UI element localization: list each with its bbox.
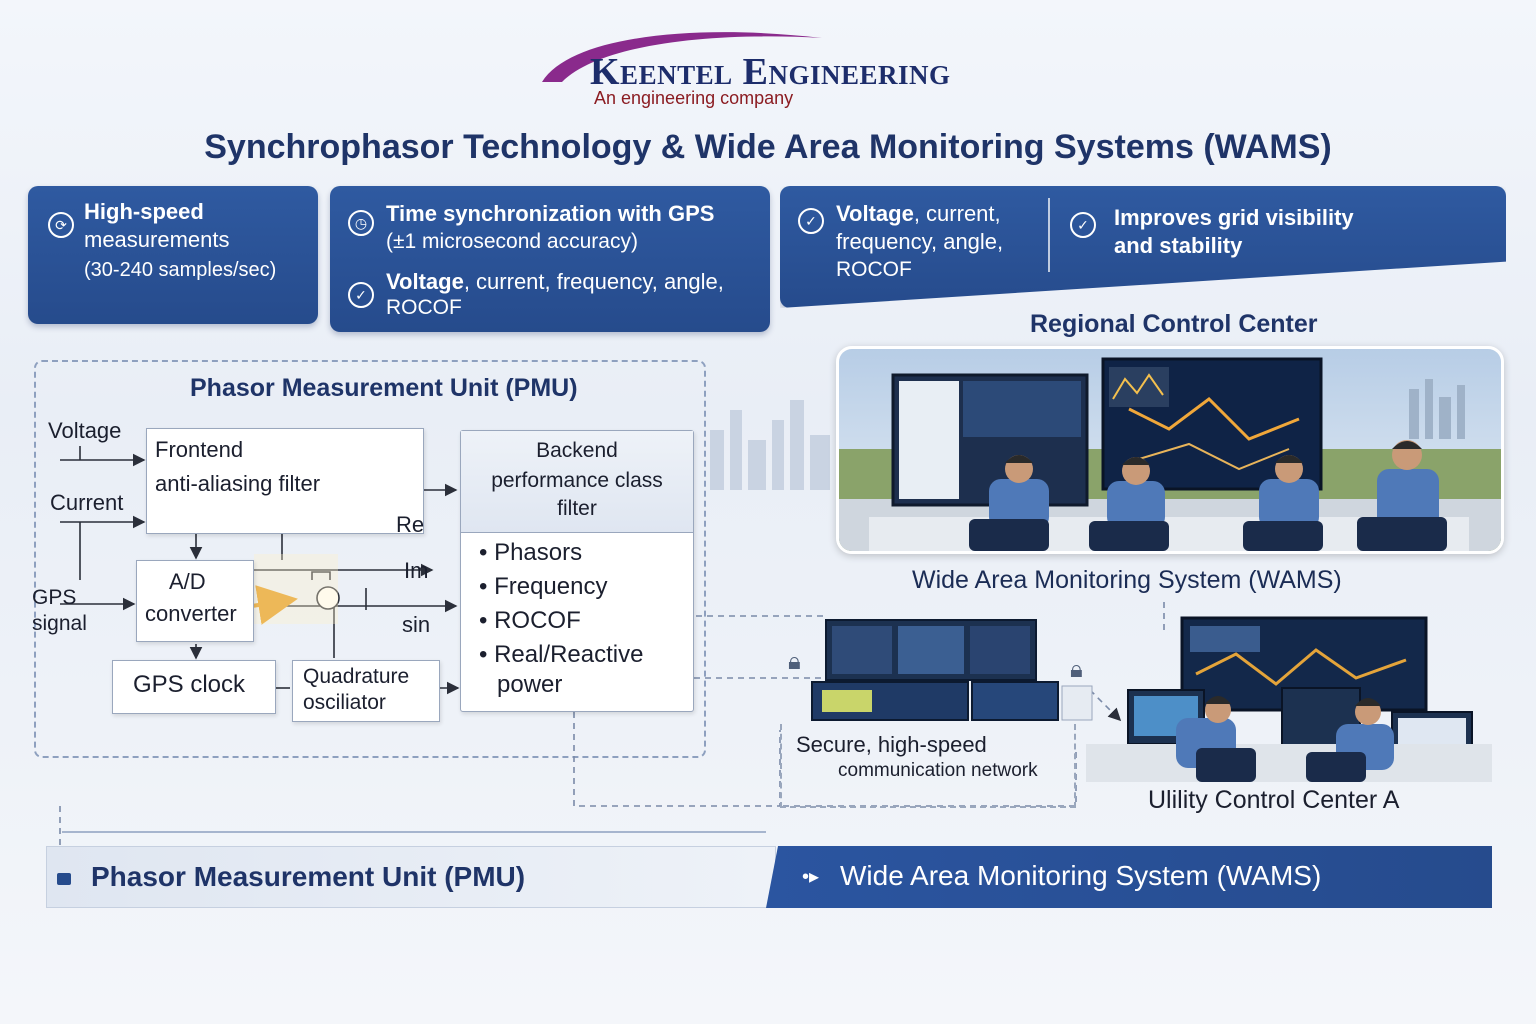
card2-line1: Time synchronization with GPS [386, 201, 715, 226]
input-current: Current [50, 490, 124, 515]
network-line2: communication network [838, 760, 1038, 781]
feature-card-high-speed: ⟳ High-speed measurements (30-240 sample… [28, 186, 318, 324]
gps-clock-box: GPS clock [112, 660, 276, 714]
frontend-line1: Frontend [155, 437, 244, 462]
signal-re: Re [396, 512, 425, 537]
frontend-line2: anti-aliasing filter [155, 471, 321, 496]
quad-line2: osciliator [303, 691, 386, 714]
card2-line3b: , current, frequency, angle, [463, 269, 724, 294]
check-circle-icon: ✓ [798, 208, 824, 234]
city-skyline-illustration [710, 400, 830, 490]
ad-line1: A/D [169, 569, 206, 594]
input-voltage: Voltage [48, 418, 122, 443]
output-phasors: • Phasors [479, 539, 583, 566]
card2-line2: (±1 microsecond accuracy) [386, 230, 638, 253]
card2-line3a: Voltage [386, 269, 464, 294]
speed-icon: ⟳ [48, 212, 74, 238]
bottom-pmu-label: Phasor Measurement Unit (PMU) [91, 861, 526, 892]
quadrature-oscillator-box: Quadrature osciliator [292, 660, 440, 722]
feature-card-gps-sync: ◷ Time synchronization with GPS (±1 micr… [330, 186, 770, 332]
check-icon: ✓ [348, 282, 374, 308]
card3-line3: ROCOF [836, 258, 912, 281]
bottom-bar-pmu: Phasor Measurement Unit (PMU) [46, 846, 776, 908]
input-gps: GPS [32, 586, 77, 609]
quad-line1: Quadrature [303, 665, 410, 688]
logo-name: Keentel Engineering [590, 51, 951, 93]
network-line1: Secure, high-speed [796, 732, 987, 757]
card1-line1: High-speed [84, 199, 204, 224]
utility-control-center-illustration [1086, 616, 1492, 782]
arrow-right-icon: •▸ [802, 866, 820, 888]
ad-line2: converter [145, 601, 237, 626]
signal-im: Im [404, 558, 429, 583]
card1-line2: measurements [84, 227, 230, 252]
page-title: Synchrophasor Technology & Wide Area Mon… [204, 128, 1332, 166]
backend-line2: performance class [491, 469, 663, 492]
logo-tagline: An engineering company [594, 88, 794, 108]
control-room-illustration [836, 346, 1504, 554]
output-real-reactive: • Real/Reactive [479, 641, 644, 668]
clock-icon: ◷ [348, 210, 374, 236]
lock-icon: 🔒︎ [788, 648, 801, 675]
signal-sin: sin [402, 612, 431, 637]
card1-line3: (30-240 samples/sec) [84, 259, 277, 281]
rcc-title: Regional Control Center [1030, 310, 1318, 338]
logo-swoosh [542, 32, 822, 82]
ad-converter-box: A/D converter [136, 560, 254, 642]
card3-line1b: , current, [913, 201, 1001, 226]
control-room-scene [839, 349, 1501, 551]
card3-line1a: Voltage [836, 201, 914, 226]
bottom-bar-wams: •▸ Wide Area Monitoring System (WAMS) [766, 846, 1492, 908]
backend-line3: filter [557, 497, 597, 520]
check-circle-icon: ✓ [1070, 212, 1096, 238]
card4-line2: and stability [1114, 233, 1243, 258]
module-icon [57, 873, 71, 885]
ucc-label: Ulility Control Center A [1148, 786, 1400, 814]
lock-icon: 🔒︎ [1070, 656, 1083, 683]
wams-label: Wide Area Monitoring System (WAMS) [912, 566, 1342, 594]
frontend-filter-box: Frontend anti-aliasing filter [146, 428, 424, 534]
bottom-wams-label: Wide Area Monitoring System (WAMS) [840, 860, 1322, 891]
pmu-title: Phasor Measurement Unit (PMU) [190, 374, 578, 402]
pmu-frame [34, 360, 706, 758]
output-rocof: • ROCOF [479, 607, 581, 634]
backend-line1: Backend [536, 439, 618, 462]
backend-filter-box: Backend performance class filter • Phaso… [460, 430, 694, 712]
card3-line2: frequency, angle, [836, 229, 1004, 254]
network-frame [780, 724, 1076, 808]
output-frequency: • Frequency [479, 573, 608, 600]
gps-clock-label: GPS clock [133, 671, 246, 698]
input-gps-signal: signal [32, 612, 87, 635]
server-racks-illustration [811, 619, 1093, 721]
card2-line4: ROCOF [386, 296, 462, 319]
output-power: power [497, 671, 563, 698]
card4-line1: Improves grid visibility [1114, 205, 1354, 230]
